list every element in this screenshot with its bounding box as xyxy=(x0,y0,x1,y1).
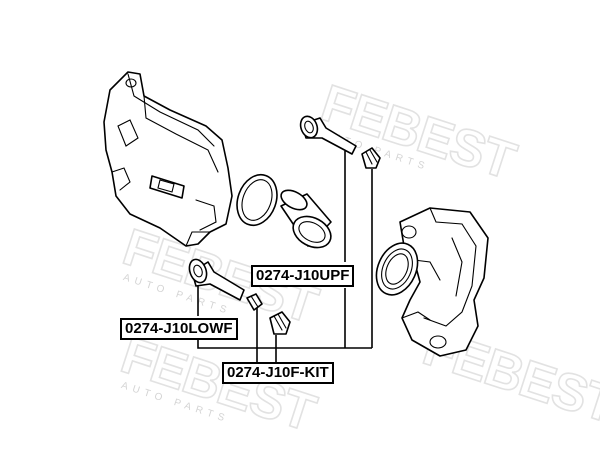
label-upper-guide-pin: 0274-J10UPF xyxy=(251,265,355,287)
caliper-bracket xyxy=(399,207,489,357)
lower-boot xyxy=(269,311,291,335)
watermark-bottom: FEBEST AUTO PARTS xyxy=(113,325,323,444)
watermark-top: FEBEST AUTO PARTS xyxy=(313,73,523,192)
watermark-brand: FEBEST xyxy=(114,326,322,443)
dust-boot xyxy=(375,242,419,296)
leader-lines xyxy=(197,151,373,366)
lower-bushing xyxy=(246,293,263,311)
caliper-housing xyxy=(103,71,233,247)
label-lower-guide-pin: 0274-J10LOWF xyxy=(120,318,238,340)
upper-boot xyxy=(361,147,381,169)
label-kit: 0274-J10F-KIT xyxy=(222,362,334,384)
lower-guide-pin xyxy=(188,258,245,301)
piston xyxy=(280,189,332,249)
piston-seal xyxy=(236,173,278,227)
upper-guide-pin xyxy=(299,115,357,155)
